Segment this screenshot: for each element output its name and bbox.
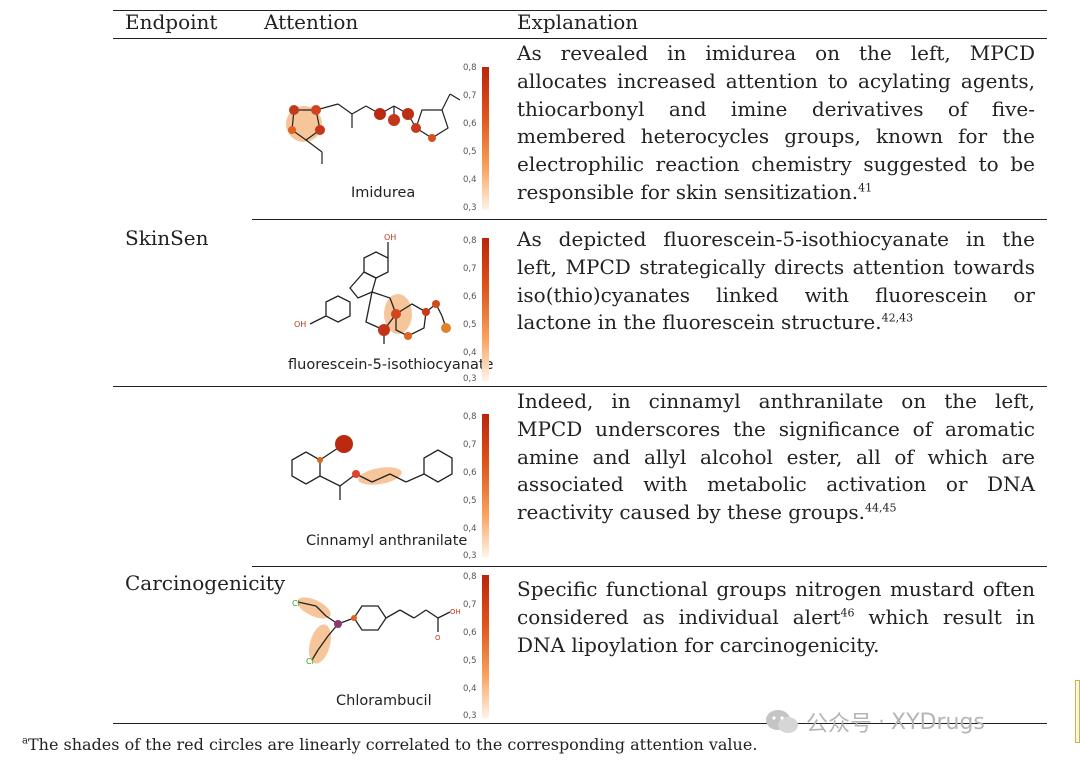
explanation-row4: Specific functional groups nitrogen must… <box>517 576 1035 659</box>
citation-ref: 41 <box>858 181 873 195</box>
endpoint-skinsen: SkinSen <box>125 226 209 250</box>
citation-ref: 44,45 <box>865 501 897 515</box>
molecule-name-fluorescein: fluorescein-5-isothiocyanate <box>288 357 494 373</box>
colorbar-tick: 0,5 <box>463 320 477 330</box>
explanation-text: As revealed in imidurea on the left, MPC… <box>517 41 1035 204</box>
colorbar-tick: 0,8 <box>463 63 477 73</box>
colorbar-tick: 0,3 <box>463 551 477 561</box>
footnote-marker: a <box>22 735 28 747</box>
row1-divider <box>252 219 1047 220</box>
table-footnote: aThe shades of the red circles are linea… <box>22 735 757 754</box>
imidurea-structure <box>286 93 461 164</box>
colorbar-tick: 0,7 <box>463 440 477 450</box>
colorbar-row3 <box>482 414 489 557</box>
explanation-text: which result in DNA lipoylation for carc… <box>517 604 1035 657</box>
colorbar-tick: 0,4 <box>463 684 477 694</box>
watermark: 公众号 · XYDrugs <box>764 706 985 738</box>
explanation-text: Indeed, in cinnamyl anthranilate on the … <box>517 389 1035 525</box>
colorbar-tick: 0,7 <box>463 91 477 101</box>
footnote-text: The shades of the red circles are linear… <box>27 735 758 754</box>
explanation-row3: Indeed, in cinnamyl anthranilate on the … <box>517 388 1035 527</box>
colorbar-tick: 0,7 <box>463 600 477 610</box>
explanation-row1: As revealed in imidurea on the left, MPC… <box>517 40 1035 207</box>
explanation-row2: As depicted fluorescein-5-isothiocyanate… <box>517 226 1035 337</box>
colorbar-tick: 0,3 <box>463 711 477 721</box>
table-top-rule <box>113 10 1047 11</box>
colorbar-tick: 0,6 <box>463 292 477 302</box>
watermark-prefix: 公众号 <box>806 712 873 737</box>
colorbar-tick: 0,8 <box>463 412 477 422</box>
colorbar-row4 <box>482 575 489 718</box>
explanation-text: As depicted fluorescein-5-isothiocyanate… <box>517 227 1035 335</box>
header-explanation: Explanation <box>517 10 639 34</box>
colorbar-tick: 0,6 <box>463 468 477 478</box>
atom-label-oxygen: O <box>435 634 441 642</box>
atom-label-chlorine: Cl <box>292 599 300 608</box>
side-tab[interactable] <box>1075 680 1080 743</box>
row3-divider <box>252 566 1047 567</box>
atom-label-hydroxyl: OH <box>384 233 396 242</box>
colorbar-tick: 0,8 <box>463 572 477 582</box>
colorbar-tick: 0,8 <box>463 236 477 246</box>
section-divider <box>113 386 1047 387</box>
watermark-brand: XYDrugs <box>891 709 985 735</box>
wechat-icon <box>766 710 798 733</box>
colorbar-tick: 0,4 <box>463 524 477 534</box>
header-attention: Attention <box>264 10 359 34</box>
colorbar-tick: 0,7 <box>463 264 477 274</box>
colorbar-tick: 0,6 <box>463 119 477 129</box>
colorbar-tick: 0,5 <box>463 496 477 506</box>
atom-label-hydroxyl: OH <box>294 320 306 329</box>
watermark-separator: · <box>878 709 886 735</box>
cinnamyl-anthranilate-structure <box>291 435 453 500</box>
explanation-text: Specific functional groups nitrogen must… <box>517 577 1035 629</box>
colorbar-tick: 0,3 <box>463 374 477 384</box>
fluorescein-structure: OH OH <box>294 233 451 344</box>
header-bottom-rule <box>113 38 1047 39</box>
molecule-name-imidurea: Imidurea <box>351 185 416 201</box>
citation-ref: 42,43 <box>881 311 914 325</box>
colorbar-row1 <box>482 67 489 210</box>
endpoint-carcinogenicity: Carcinogenicity <box>125 571 286 595</box>
table-bottom-rule <box>113 723 1047 724</box>
citation-ref: 46 <box>840 606 855 620</box>
colorbar-tick: 0,4 <box>463 348 477 358</box>
colorbar-tick: 0,3 <box>463 203 477 213</box>
colorbar-row2 <box>482 238 489 381</box>
colorbar-tick: 0,4 <box>463 175 477 185</box>
chlorambucil-structure: Cl Cl OH O <box>292 597 461 666</box>
molecule-name-cinnamyl: Cinnamyl anthranilate <box>306 533 468 549</box>
atom-label-chlorine: Cl <box>306 657 314 666</box>
atom-label-hydroxyl: OH <box>450 608 461 616</box>
molecule-name-chlorambucil: Chlorambucil <box>336 693 432 709</box>
header-endpoint: Endpoint <box>125 10 218 34</box>
colorbar-tick: 0,5 <box>463 656 477 666</box>
colorbar-tick: 0,6 <box>463 628 477 638</box>
colorbar-tick: 0,5 <box>463 147 477 157</box>
